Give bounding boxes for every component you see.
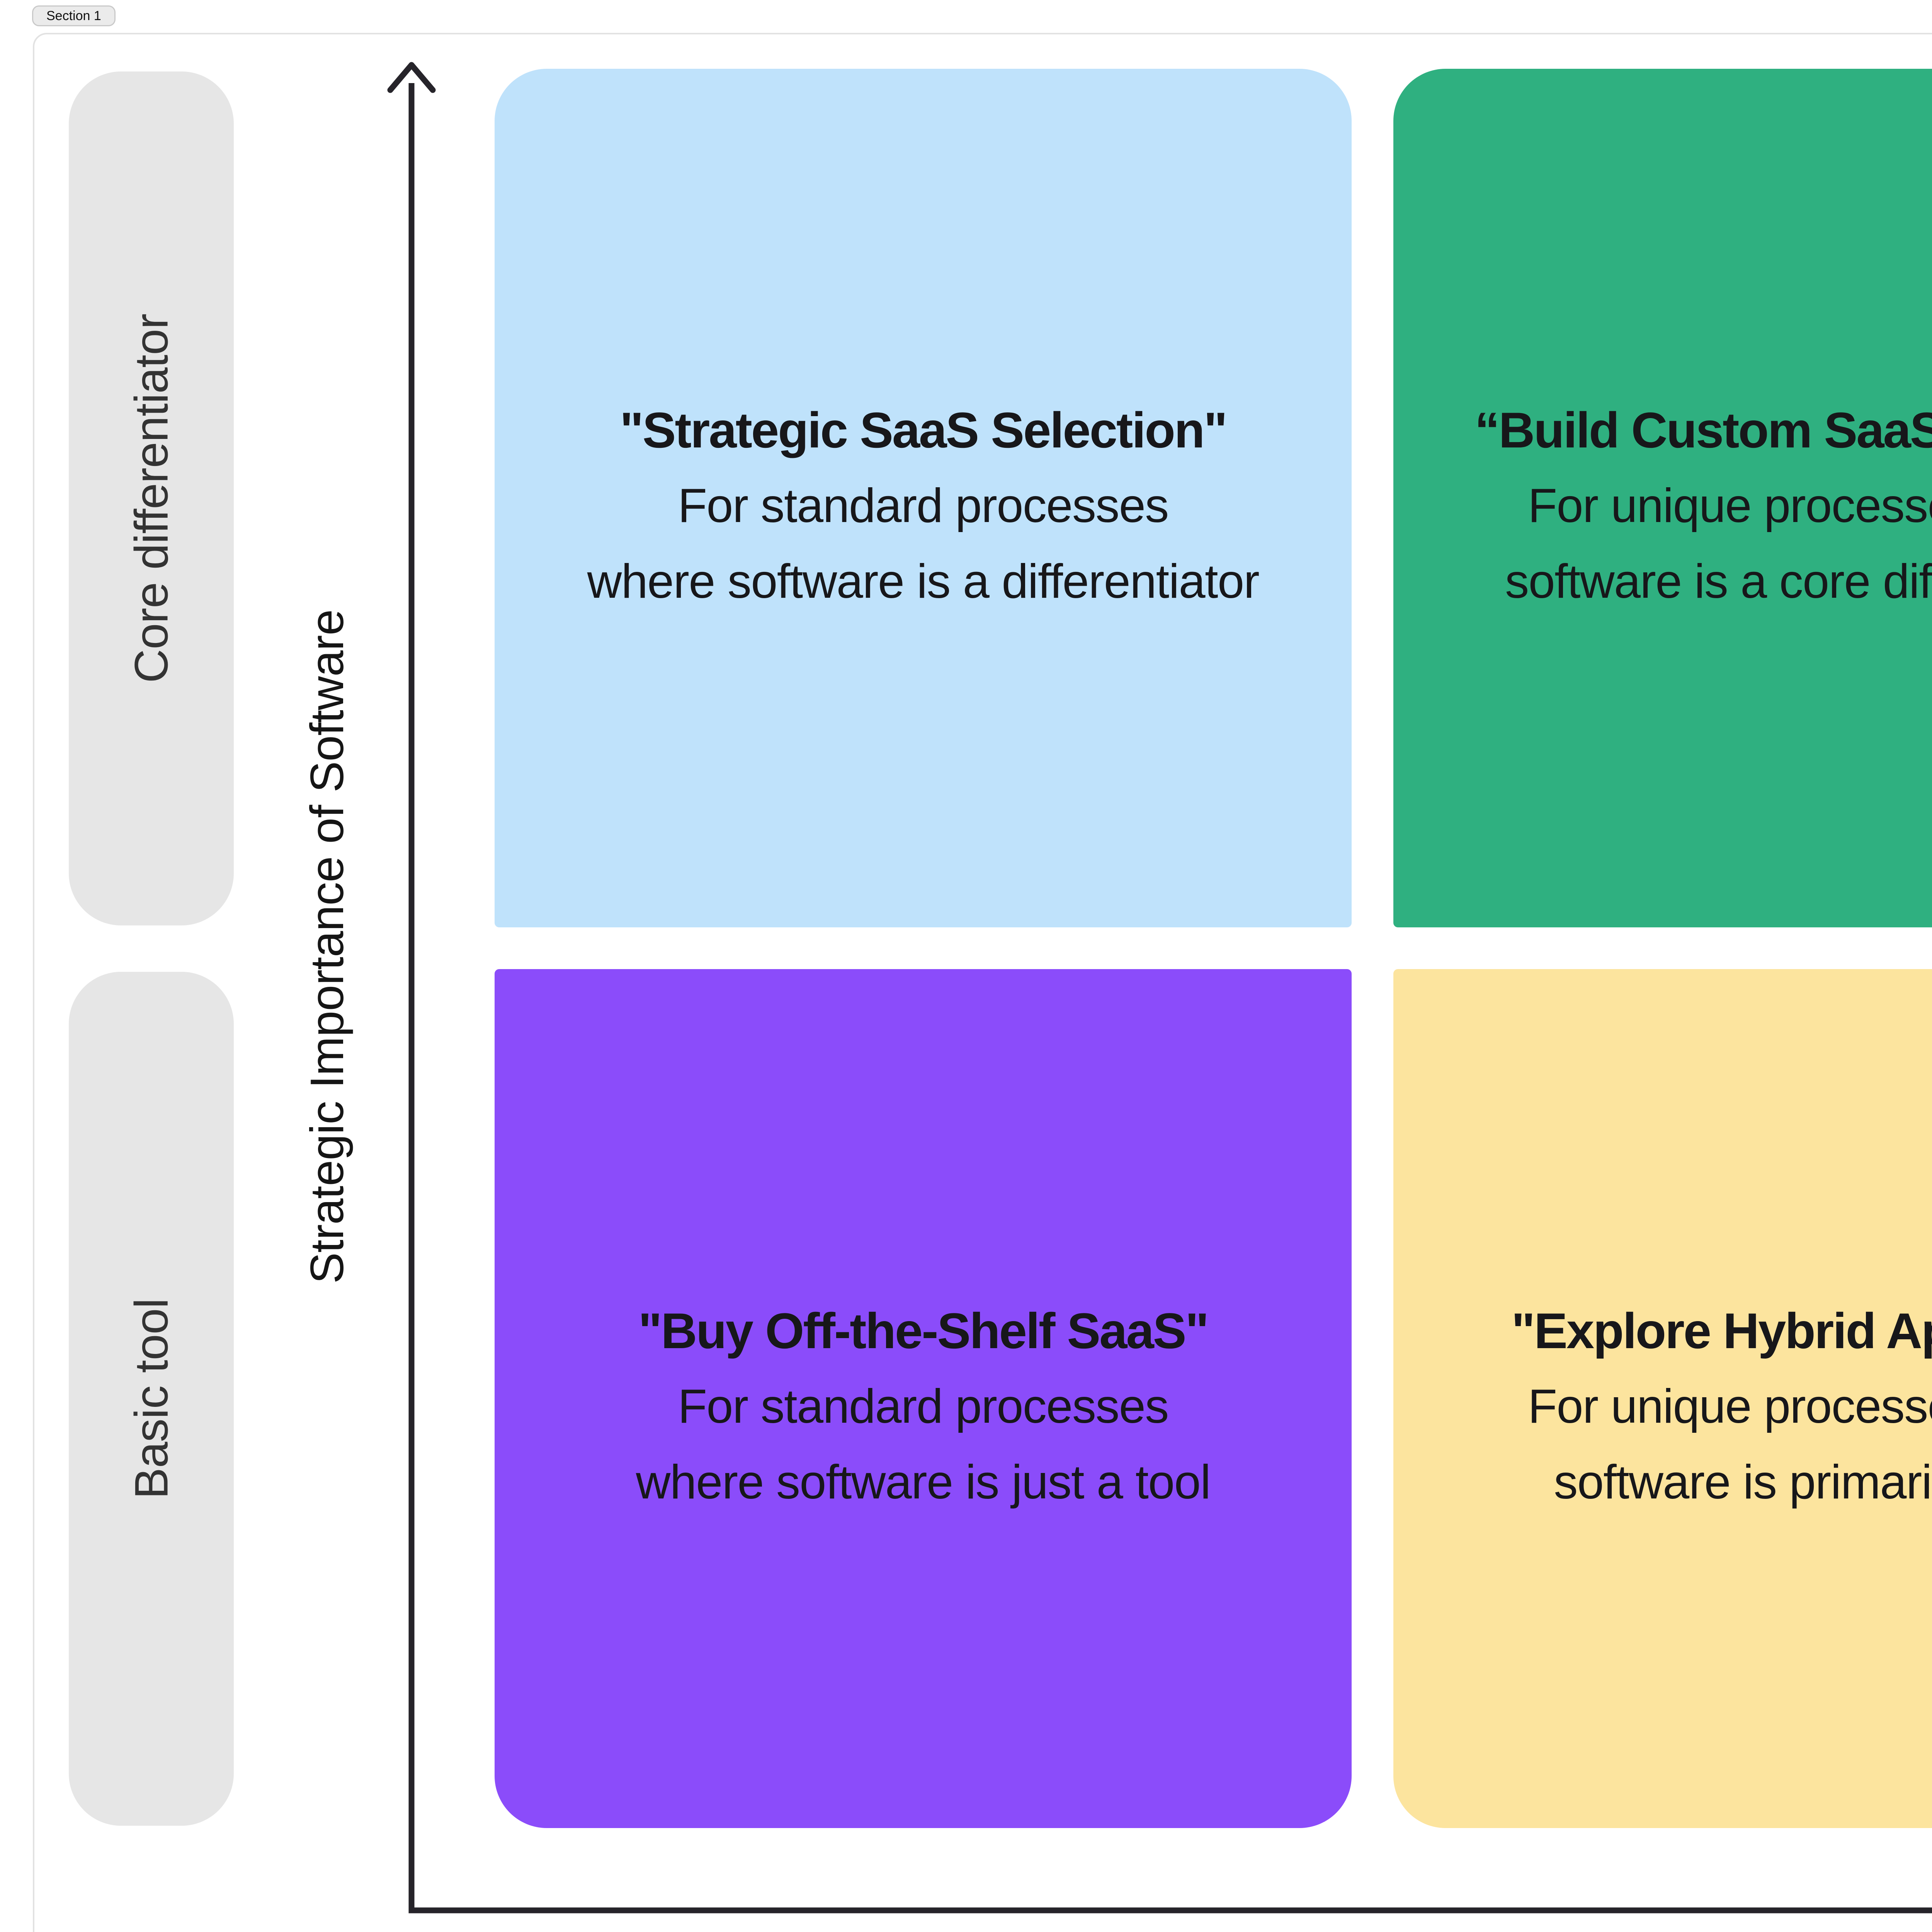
quadrant-strategic-saas-selection[interactable]: "Strategic SaaS Selection" For standard … <box>495 69 1352 927</box>
y-axis-arrowhead-icon <box>387 62 436 93</box>
y-category-pill-basic-tool[interactable]: Basic tool <box>69 972 234 1826</box>
axis-lines[interactable] <box>408 83 1932 1913</box>
quadrant-buy-off-the-shelf[interactable]: "Buy Off-the-Shelf SaaS" For standard pr… <box>495 969 1352 1828</box>
quadrant-title: “Build Custom SaaS Solution” <box>1475 402 1932 458</box>
quadrant-description-line: software is a core differentiator <box>1505 555 1932 608</box>
y-axis-title: Strategic Importance of Software <box>301 609 353 1284</box>
quadrant-title: "Strategic SaaS Selection" <box>620 402 1228 458</box>
quadrant-description-line: software is primarily a tool <box>1554 1455 1932 1509</box>
quadrant-build-custom-saas[interactable]: “Build Custom SaaS Solution” For unique … <box>1393 69 1932 927</box>
section-frame-label[interactable]: Section 1 <box>32 5 116 26</box>
quadrant-title: "Buy Off-the-Shelf SaaS" <box>638 1302 1209 1359</box>
quadrant-description-line: For standard processes <box>678 479 1169 532</box>
y-category-pill-core-differentiator[interactable]: Core differentiator <box>69 71 234 925</box>
quadrant-description-line: where software is just a tool <box>636 1455 1211 1509</box>
y-category-label: Basic tool <box>125 1298 178 1499</box>
quadrant-description-line: For unique processes where <box>1528 1379 1932 1433</box>
quadrant-description-line: For unique processes where <box>1528 479 1932 532</box>
quadrant-description-line: For standard processes <box>678 1379 1169 1433</box>
section-frame-label-text: Section 1 <box>46 8 101 23</box>
y-category-label: Core differentiator <box>125 314 178 683</box>
quadrant-title: "Explore Hybrid Approach" <box>1511 1302 1932 1359</box>
quadrant-explore-hybrid[interactable]: "Explore Hybrid Approach" For unique pro… <box>1393 969 1932 1828</box>
quadrant-description-line: where software is a differentiator <box>587 555 1260 608</box>
